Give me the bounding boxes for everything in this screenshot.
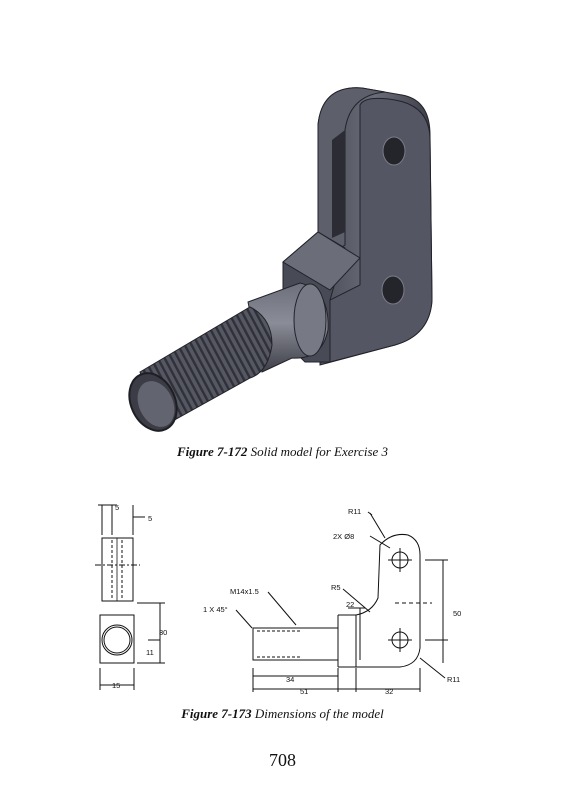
figure-number-2: Figure 7-173	[181, 706, 252, 721]
figure-number-1: Figure 7-172	[176, 444, 248, 459]
dim-side-top: 5	[115, 503, 119, 512]
solid-model-figure	[128, 87, 433, 432]
dim-shank-len: 51	[300, 687, 308, 696]
dim-r-top: R11	[348, 507, 361, 516]
figure-title-1: Solid model for Exercise 3	[250, 444, 389, 459]
dim-side-top-right: 5	[148, 514, 152, 523]
dim-shoulder: 22	[346, 600, 354, 609]
dim-vertical: 50	[453, 609, 461, 618]
dim-side-height: 30	[159, 628, 167, 637]
dim-r-bottom: R11	[447, 675, 460, 684]
page-number: 708	[269, 750, 296, 770]
figure-title-2: Dimensions of the model	[254, 706, 384, 721]
dim-thread: M14x1.5	[230, 587, 259, 596]
figure-caption-1: Figure 7-172 Solid model for Exercise 3	[0, 444, 565, 460]
dim-thread-len: 34	[286, 675, 294, 684]
dim-r-fillet: R5	[331, 583, 341, 592]
figure-caption-2: Figure 7-173 Dimensions of the model	[0, 706, 565, 722]
dim-side-width: 15	[112, 681, 120, 690]
dim-side-lower: 11	[146, 648, 154, 657]
dim-arm-len: 32	[385, 687, 393, 696]
dim-chamfer: 1 X 45°	[203, 605, 228, 614]
dim-holes: 2X Ø8	[333, 532, 354, 541]
